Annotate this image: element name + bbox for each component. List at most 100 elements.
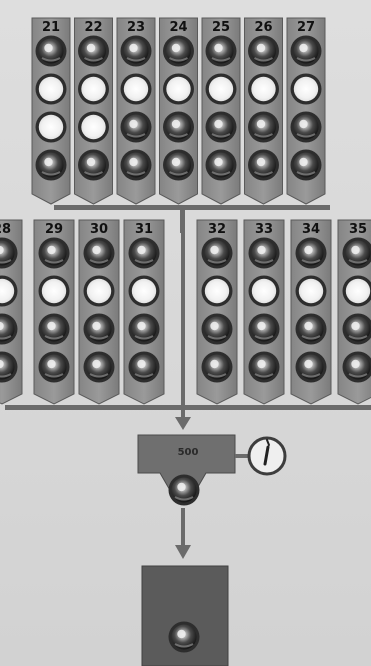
disc-center	[346, 279, 370, 303]
filled-disc	[248, 150, 279, 181]
empty-disc	[249, 276, 280, 307]
disc-highlight	[210, 246, 218, 254]
filled-disc	[129, 238, 160, 269]
column-label: 27	[297, 20, 315, 35]
column-label: 31	[135, 222, 153, 237]
filled-disc	[291, 36, 322, 67]
disc-center	[205, 279, 229, 303]
top-column-27: 27	[287, 18, 325, 204]
disc-center	[166, 77, 190, 101]
disc-highlight	[47, 360, 55, 368]
empty-disc	[163, 74, 194, 105]
filled-disc	[163, 36, 194, 67]
disc-highlight	[304, 360, 312, 368]
column-label: 21	[42, 20, 60, 35]
filled-disc	[121, 150, 152, 181]
middle-arrow	[175, 417, 191, 430]
column-label: 24	[169, 20, 187, 35]
top-bank: 21 22 23 24 25 26 27	[32, 18, 325, 204]
disc-highlight	[92, 360, 100, 368]
disc-highlight	[87, 158, 95, 166]
disc-highlight	[210, 360, 218, 368]
empty-disc	[206, 74, 237, 105]
filled-disc	[249, 352, 280, 383]
disc-center	[87, 279, 111, 303]
gauge-pipe	[235, 454, 248, 458]
column-label: 34	[302, 222, 320, 237]
filled-disc	[249, 314, 280, 345]
disc-highlight	[257, 44, 265, 52]
disc-highlight	[257, 120, 265, 128]
disc-highlight	[172, 158, 180, 166]
filled-disc	[206, 36, 237, 67]
disc-highlight	[87, 44, 95, 52]
filled-disc	[163, 150, 194, 181]
disc-highlight	[214, 44, 222, 52]
hopper-disc	[169, 475, 200, 506]
filled-disc	[291, 150, 322, 181]
filled-disc	[249, 238, 280, 269]
column-label: 22	[84, 20, 102, 35]
disc-highlight	[299, 120, 307, 128]
disc-highlight	[47, 246, 55, 254]
filled-disc	[296, 314, 327, 345]
disc-highlight	[210, 322, 218, 330]
middle-right-column-32: 32	[197, 220, 237, 404]
bottom-arrow	[175, 545, 191, 559]
disc-highlight	[299, 44, 307, 52]
top-column-23: 23	[117, 18, 155, 204]
column-label: 32	[208, 222, 226, 237]
middle-left-column-31: 31	[124, 220, 164, 404]
filled-disc	[39, 352, 70, 383]
filled-disc	[291, 112, 322, 143]
top-column-26: 26	[245, 18, 283, 204]
disc-highlight	[137, 246, 145, 254]
filled-disc	[84, 352, 115, 383]
disc-highlight	[214, 158, 222, 166]
filled-disc	[78, 36, 109, 67]
empty-disc	[248, 74, 279, 105]
empty-disc	[36, 74, 67, 105]
disc-center	[209, 77, 233, 101]
filled-disc	[163, 112, 194, 143]
column-label: 33	[255, 222, 273, 237]
middle-right-column-34: 34	[291, 220, 331, 404]
filled-disc	[202, 238, 233, 269]
empty-disc	[121, 74, 152, 105]
disc-center	[299, 279, 323, 303]
top-manifold	[54, 205, 330, 210]
filled-disc	[36, 150, 67, 181]
column-label: 26	[254, 20, 272, 35]
filled-disc	[296, 352, 327, 383]
disc-highlight	[44, 44, 52, 52]
disc-highlight	[351, 246, 359, 254]
hopper-group: 500	[138, 435, 285, 506]
filled-disc	[36, 36, 67, 67]
disc-highlight	[351, 360, 359, 368]
disc-highlight	[304, 246, 312, 254]
disc-highlight	[304, 322, 312, 330]
disc-highlight	[299, 158, 307, 166]
disc-highlight	[47, 322, 55, 330]
central-pipe	[181, 214, 185, 418]
empty-disc	[129, 276, 160, 307]
disc-center	[81, 115, 105, 139]
middle-left-column-30: 30	[79, 220, 119, 404]
filled-disc	[39, 314, 70, 345]
disc-highlight	[177, 630, 185, 638]
top-column-25: 25	[202, 18, 240, 204]
middle-right-column-35: 35	[338, 220, 371, 404]
filled-disc	[248, 36, 279, 67]
disc-highlight	[257, 360, 265, 368]
disc-highlight	[137, 322, 145, 330]
filled-disc	[202, 314, 233, 345]
disc-highlight	[257, 322, 265, 330]
disc-highlight	[177, 483, 185, 491]
disc-center	[251, 77, 275, 101]
filled-disc	[206, 112, 237, 143]
column-label: 23	[127, 20, 145, 35]
disc-highlight	[257, 246, 265, 254]
filled-disc	[129, 352, 160, 383]
